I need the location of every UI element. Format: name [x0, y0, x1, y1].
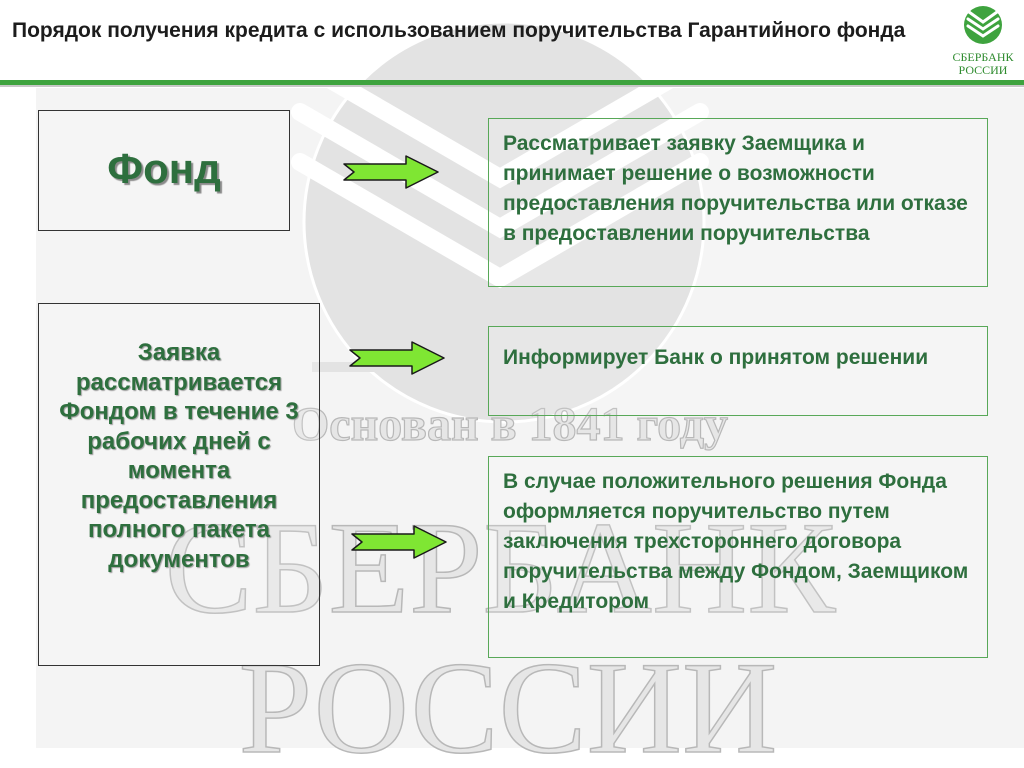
watermark-word-2: РОССИИ: [239, 634, 778, 768]
watermark-subtitle: Основан в 1841 году: [292, 398, 728, 451]
fond-box: Фонд: [38, 110, 290, 231]
logo-line-2: РОССИИ: [958, 63, 1008, 77]
bank-notification-box: Информирует Банк о принятом решении: [488, 326, 988, 416]
bank-notification-text: Информирует Банк о принятом решении: [503, 346, 929, 369]
header-divider-shadow: [0, 85, 1024, 87]
header-divider: [0, 80, 1024, 85]
arrow-right-icon: [351, 525, 447, 559]
guarantee-agreement-box: В случае положительного решения Фонда оф…: [488, 456, 988, 658]
watermark-word-1: СБЕРБАНК: [165, 494, 837, 641]
fund-decision-box: Рассматривает заявку Заемщика и принимае…: [488, 118, 988, 287]
guarantee-agreement-text: В случае положительного решения Фонда оф…: [503, 470, 969, 613]
logo-line-1: СБЕРБАНК: [952, 50, 1014, 64]
arrow-right-icon: [349, 341, 445, 375]
page-title: Порядок получения кредита с использовани…: [12, 19, 906, 42]
application-review-text: Заявка рассматривается Фондом в течение …: [59, 339, 299, 573]
sberbank-logo-icon: [964, 6, 1002, 44]
application-review-box: Заявка рассматривается Фондом в течение …: [38, 303, 320, 666]
arrow-right-icon: [343, 155, 439, 189]
fund-decision-text: Рассматривает заявку Заемщика и принимае…: [503, 132, 968, 245]
sberbank-logo: СБЕРБАНК РОССИИ: [944, 2, 1022, 78]
fond-label: Фонд: [107, 145, 221, 192]
